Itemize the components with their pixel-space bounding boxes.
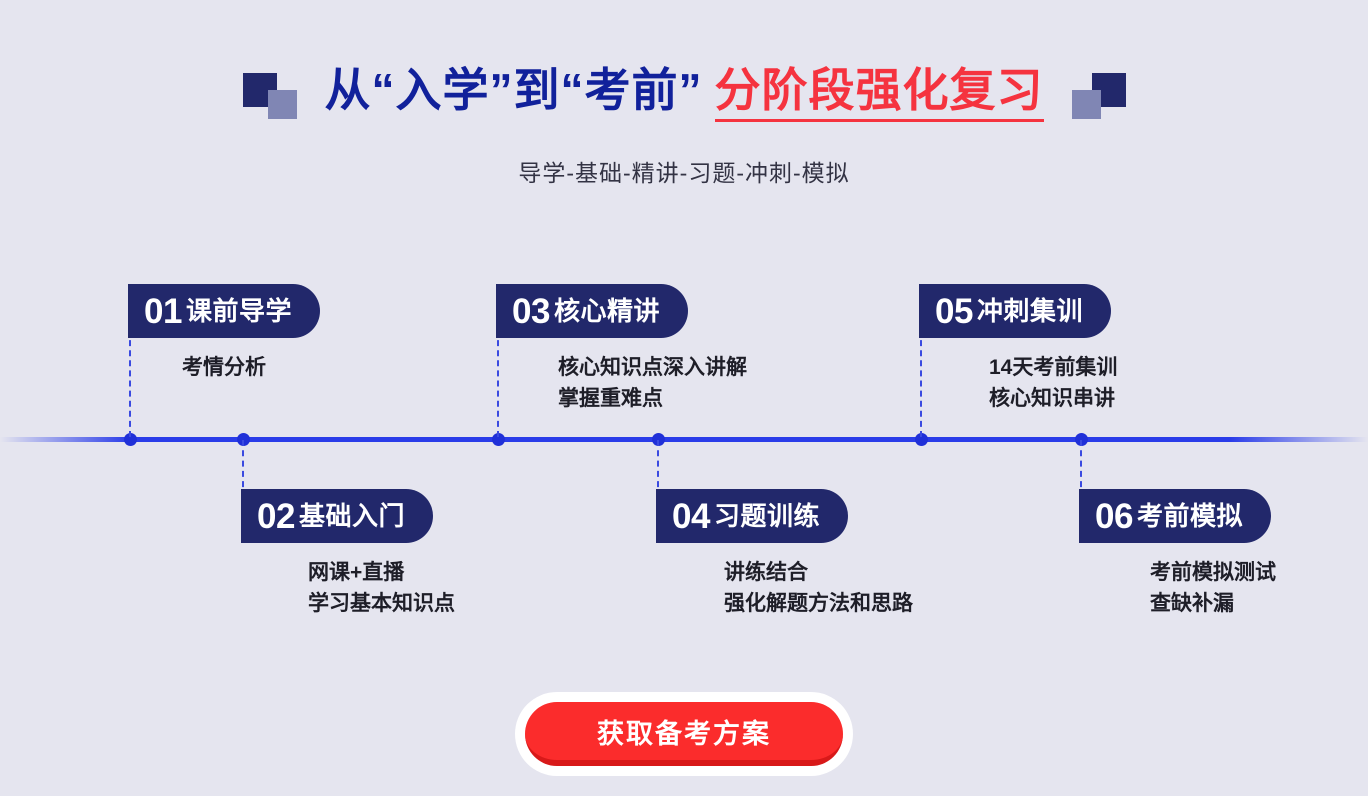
timeline-dot-04 (652, 433, 665, 446)
timeline-connector-01 (129, 330, 131, 437)
step-06-desc-line-2: 查缺补漏 (1150, 592, 1234, 616)
title-row: 从“入学”到“考前” 分阶段强化复习 (0, 58, 1368, 130)
step-06: 06 考前模拟 考前模拟测试 查缺补漏 (1079, 489, 1276, 619)
step-04-desc-line-2: 强化解题方法和思路 (724, 592, 913, 616)
page-title-red: 分阶段强化复习 (714, 67, 1044, 122)
step-01-desc-line-1: 考情分析 (181, 356, 266, 379)
timeline-connector-05 (920, 330, 922, 437)
step-03-description: 核心知识点深入讲解 掌握重难点 (496, 352, 747, 414)
page-title-blue: 从“入学”到“考前” (324, 63, 703, 116)
step-04-desc-line-1: 讲练结合 (724, 561, 808, 584)
timeline-connector-06 (1080, 440, 1082, 518)
step-02-desc-line-2: 学习基本知识点 (308, 592, 455, 616)
step-06-description: 考前模拟测试 查缺补漏 (1079, 557, 1276, 619)
step-02: 02 基础入门 网课+直播 学习基本知识点 (241, 489, 455, 619)
deco-square-light (1071, 90, 1101, 119)
timeline-dot-06 (1075, 433, 1088, 446)
step-01-name: 课前导学 (185, 296, 292, 326)
step-03-badge: 03 核心精讲 (496, 284, 688, 338)
step-02-desc-line-1: 网课+直播 (308, 561, 405, 584)
timeline-connector-04 (657, 440, 659, 518)
step-01-description: 考情分析 (128, 352, 320, 383)
cta-label: 获取备考方案 (525, 702, 843, 766)
step-04-name: 习题训练 (713, 501, 820, 531)
step-04-badge: 04 习题训练 (656, 489, 848, 543)
step-06-badge: 06 考前模拟 (1079, 489, 1271, 543)
step-02-badge: 02 基础入门 (241, 489, 433, 543)
timeline-axis (0, 437, 1368, 442)
get-exam-plan-button[interactable]: 获取备考方案 (515, 692, 853, 776)
step-05: 05 冲刺集训 14天考前集训 核心知识串讲 (919, 284, 1117, 414)
step-03-desc-line-1: 核心知识点深入讲解 (558, 356, 747, 379)
step-05-desc-line-2: 核心知识串讲 (989, 387, 1115, 411)
step-04: 04 习题训练 讲练结合 强化解题方法和思路 (656, 489, 913, 619)
step-05-number: 05 (935, 291, 973, 331)
step-03-name: 核心精讲 (553, 296, 660, 326)
step-03-desc-line-2: 掌握重难点 (558, 387, 663, 411)
step-01: 01 课前导学 考情分析 (128, 284, 320, 383)
page-subtitle: 导学-基础-精讲-习题-冲刺-模拟 (518, 160, 850, 186)
decorative-squares-left-icon (242, 68, 297, 120)
step-02-name: 基础入门 (298, 501, 405, 531)
step-05-name: 冲刺集训 (976, 296, 1083, 326)
timeline-connector-03 (497, 330, 499, 437)
timeline-dot-05 (915, 433, 928, 446)
timeline-dot-02 (237, 433, 250, 446)
decorative-squares-right-icon (1071, 68, 1126, 120)
step-01-number: 01 (144, 291, 182, 331)
step-05-desc-line-1: 14天考前集训 (989, 356, 1118, 379)
step-06-name: 考前模拟 (1136, 501, 1243, 531)
timeline-dot-01 (124, 433, 137, 446)
timeline-dot-03 (492, 433, 505, 446)
step-04-description: 讲练结合 强化解题方法和思路 (656, 557, 913, 619)
header: 从“入学”到“考前” 分阶段强化复习 导学-基础-精讲-习题-冲刺-模拟 (0, 0, 1368, 210)
step-05-description: 14天考前集训 核心知识串讲 (919, 352, 1117, 414)
step-02-description: 网课+直播 学习基本知识点 (241, 557, 455, 619)
deco-square-light (267, 90, 297, 119)
timeline-connector-02 (242, 440, 244, 518)
step-05-badge: 05 冲刺集训 (919, 284, 1111, 338)
step-04-number: 04 (672, 496, 710, 536)
step-02-number: 02 (257, 496, 295, 536)
step-06-number: 06 (1095, 496, 1133, 536)
page-title: 从“入学”到“考前” 分阶段强化复习 (325, 67, 1044, 122)
step-03: 03 核心精讲 核心知识点深入讲解 掌握重难点 (496, 284, 747, 414)
step-06-desc-line-1: 考前模拟测试 (1150, 561, 1276, 584)
cta-container: 获取备考方案 (0, 692, 1368, 776)
step-01-badge: 01 课前导学 (128, 284, 320, 338)
step-03-number: 03 (512, 291, 550, 331)
